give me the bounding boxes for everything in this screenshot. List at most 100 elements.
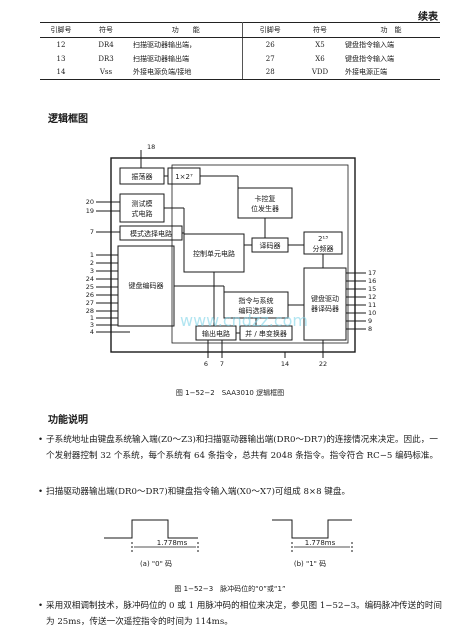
pulse-duration-right: 1.778ms: [305, 539, 336, 547]
keyboard-driver-block: [303, 267, 347, 341]
table-cell: X6: [315, 54, 325, 63]
table-row: 13 DR3 扫描驱动器输出端 27 X6 键盘指令输入端: [40, 51, 440, 66]
table-cell: 键盘指令输入端: [345, 40, 394, 49]
table-cell: 12: [56, 40, 66, 49]
address-gen-label: 卡控复: [255, 194, 276, 203]
pin-label: 6: [204, 360, 208, 368]
continued-label: 续表: [418, 12, 438, 23]
test-mode-label: 测试模: [132, 199, 153, 208]
table-cell: VDD: [298, 65, 342, 80]
cmd-system-label-2: 编码选择器: [239, 306, 274, 315]
pin-top-label: 18: [147, 143, 155, 151]
table-cell: 27: [265, 54, 275, 63]
col-function: 功 能: [130, 22, 243, 38]
pin-label: 7: [90, 228, 94, 236]
chip-outline: [110, 157, 356, 353]
control-unit-block: [183, 233, 245, 273]
table-cell: 外接电源负端/接地: [130, 65, 243, 80]
pin-label: 14: [281, 360, 289, 368]
table-row: 14 Vss 外接电源负端/接地 28 VDD 外接电源正端: [40, 65, 440, 80]
table-cell: 14: [40, 65, 82, 80]
col-function-2: 功 能: [342, 22, 440, 38]
pin-label: 19: [86, 207, 94, 215]
mux-label: 并 / 串变换器: [245, 329, 287, 338]
pulse-duration-left: 1.778ms: [157, 539, 188, 547]
pin-label: 7: [220, 360, 224, 368]
table-cell: 13: [56, 54, 66, 63]
pin-label: 4: [90, 328, 94, 336]
divider-213-block: [303, 231, 343, 255]
table-cell: DR3: [98, 54, 114, 63]
pin-table-header: 引脚号 符号 功 能 引脚号 符号 功 能: [40, 22, 440, 38]
pin-label: 10: [368, 309, 376, 317]
pin-label: 16: [368, 277, 376, 285]
paragraph-2: • 扫描驱动器输出端(DR0～DR7)和键盘指令输入端(X0～X7)可组成 8×…: [38, 487, 351, 497]
table-cell: X5: [315, 40, 325, 49]
pin-label: 3: [90, 321, 94, 329]
cmd-system-block: [223, 291, 289, 319]
pin-label: 3: [90, 267, 94, 275]
test-mode-label-2: 式电路: [132, 209, 153, 218]
pin-label: 25: [86, 283, 94, 291]
paragraph-2-text: 扫描驱动器输出端(DR0～DR7)和键盘指令输入端(X0～X7)可组成 8×8 …: [46, 487, 351, 497]
table-cell: 扫描驱动器输出端: [130, 51, 243, 66]
pin-label: 2: [90, 259, 94, 267]
pulse-label-right: (b) "1" 码: [294, 560, 326, 568]
pin-label: 22: [319, 360, 327, 368]
mode-select-label: 模式选择电路: [130, 229, 172, 238]
cmd-system-label: 指令与系统: [239, 296, 274, 305]
pin-label: 15: [368, 285, 376, 293]
pulse-wave-1: [272, 519, 352, 539]
divider-213-label-2: 分频器: [313, 244, 334, 253]
keyboard-driver-label: 键盘驱动: [311, 294, 339, 303]
col-symbol: 符号: [82, 22, 130, 38]
table-cell: Vss: [82, 65, 130, 80]
pulse-wave-0: [104, 519, 198, 539]
figure-caption-1: 图 1−52−2 SAA3010 逻辑框图: [175, 389, 285, 397]
table-cell: 外接电源正端: [342, 65, 440, 80]
mode-select-block: [119, 225, 183, 241]
paragraph-3-text: 采用双相调制技术，脉冲码位的 0 或 1 用脉冲码的相位来决定，参见图 1−52…: [46, 601, 443, 627]
table-cell: 键盘指令输入端: [345, 54, 394, 63]
oscillator-block: [119, 167, 165, 185]
pin-table: 引脚号 符号 功 能 引脚号 符号 功 能 12 DR4 扫描驱动器输出端， 2…: [40, 22, 440, 80]
decoder-label: 译码器: [260, 242, 281, 250]
divider-213-label: 2¹³: [318, 235, 328, 243]
pin-label: 27: [86, 299, 94, 307]
pin-label: 1: [90, 314, 94, 322]
address-gen-block: [237, 187, 293, 219]
pin-label: 24: [86, 275, 94, 283]
paragraph-1-text: 子系统地址由键盘系统输入端(Z0～Z3)和扫描驱动器输出端(DR0～DR7)的连…: [46, 435, 439, 461]
section-function-title: 功能说明: [48, 415, 88, 426]
pin-label: 1: [90, 251, 94, 259]
paragraph-1: • 子系统地址由键盘系统输入端(Z0～Z3)和扫描驱动器输出端(DR0～DR7)…: [38, 435, 439, 461]
keyboard-encoder-label: 键盘编码器: [129, 281, 164, 290]
divider-label: 1×2⁷: [175, 173, 193, 181]
pin-label: 12: [368, 293, 376, 301]
pin-label: 17: [368, 269, 376, 277]
table-cell: DR4: [98, 40, 114, 49]
pin-label: 20: [86, 198, 94, 206]
decoder-block: [251, 237, 289, 253]
col-pin: 引脚号: [40, 22, 82, 38]
mux-block: [239, 325, 293, 341]
test-mode-block: [119, 193, 165, 223]
pin-label: 11: [368, 301, 376, 309]
col-symbol-2: 符号: [298, 22, 342, 38]
pulse-label-left: (a) "0" 码: [140, 560, 172, 568]
watermark: www.cndzz.com: [180, 311, 308, 330]
inner-frame: [171, 164, 349, 344]
paragraph-3: • 采用双相调制技术，脉冲码位的 0 或 1 用脉冲码的相位来决定，参见图 1−…: [38, 601, 443, 627]
col-pin-2: 引脚号: [242, 22, 298, 38]
output-label: 输出电路: [202, 329, 230, 338]
control-unit-label: 控制单元电路: [193, 249, 235, 258]
table-cell: 26: [265, 40, 275, 49]
table-cell: 扫描驱动器输出端，: [130, 37, 243, 52]
output-block: [195, 325, 237, 341]
pin-label: 26: [86, 291, 94, 299]
figure-caption-2: 图 1−52−3 脉冲码位的“0”或“1”: [174, 585, 286, 593]
pin-label: 28: [86, 307, 94, 315]
oscillator-label: 振荡器: [132, 172, 153, 181]
keyboard-encoder-block: [117, 245, 175, 327]
